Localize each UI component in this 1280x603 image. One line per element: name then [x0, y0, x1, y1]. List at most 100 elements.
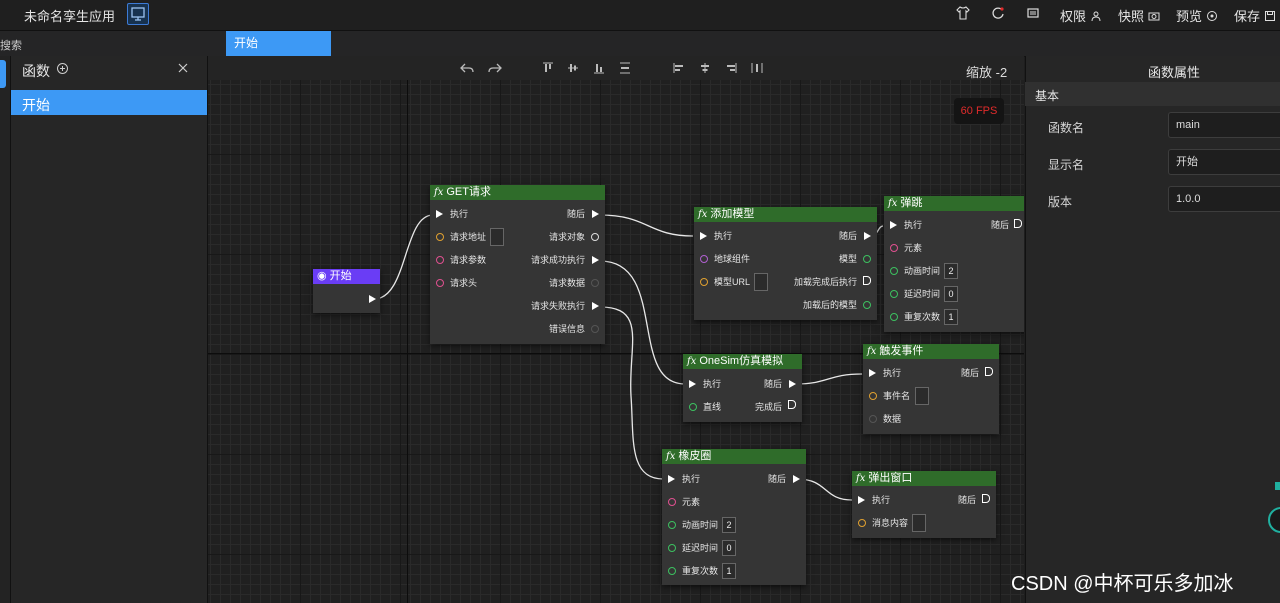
pin-model-url[interactable]	[700, 278, 708, 286]
monitor-icon[interactable]	[127, 3, 149, 25]
align-bottom-icon[interactable]	[593, 62, 605, 74]
align-left-icon[interactable]	[673, 62, 685, 74]
properties-title: 函数属性	[1148, 65, 1201, 80]
refresh-icon[interactable]	[991, 6, 1007, 22]
pin-repeat[interactable]	[890, 313, 898, 321]
pin-model[interactable]	[863, 255, 871, 263]
distribute-vertical-icon[interactable]	[619, 62, 631, 74]
layout-icon[interactable]	[1026, 6, 1042, 22]
pin-headers[interactable]	[436, 279, 444, 287]
event-name-input[interactable]	[915, 387, 929, 405]
exec-out-pin[interactable]	[864, 232, 871, 240]
undo-icon[interactable]	[460, 62, 474, 74]
pin-data[interactable]	[591, 279, 599, 287]
port-label: 随后	[767, 474, 786, 484]
preview-button[interactable]: 预览	[1176, 6, 1218, 25]
repeat-input[interactable]: 1	[722, 563, 736, 579]
redo-icon[interactable]	[488, 62, 502, 74]
exec-out-pin[interactable]	[982, 494, 990, 503]
port-label: 执行	[872, 495, 891, 505]
pin-delay[interactable]	[890, 290, 898, 298]
add-circle-icon[interactable]	[56, 62, 69, 78]
delay-input[interactable]: 0	[722, 540, 736, 556]
message-input[interactable]	[912, 514, 926, 532]
wire-start-to-get	[373, 214, 434, 300]
exec-out-pin[interactable]	[985, 367, 993, 376]
align-right-icon[interactable]	[725, 62, 737, 74]
search-label[interactable]: 搜索	[0, 40, 22, 52]
distribute-horizontal-icon[interactable]	[751, 62, 763, 74]
pin-req-obj[interactable]	[591, 233, 599, 241]
align-top-icon[interactable]	[542, 62, 554, 74]
align-middle-icon[interactable]	[567, 62, 579, 74]
function-name-input[interactable]: main	[1168, 112, 1280, 138]
pin-data[interactable]	[869, 415, 877, 423]
pin-delay[interactable]	[668, 544, 676, 552]
version-input[interactable]: 1.0.0	[1168, 186, 1280, 212]
align-center-icon[interactable]	[699, 62, 711, 74]
delay-input[interactable]: 0	[944, 286, 958, 302]
exec-out-pin[interactable]	[788, 400, 796, 409]
pin-loaded-model[interactable]	[863, 301, 871, 309]
port-label: 随后	[991, 220, 1010, 230]
exec-in-pin[interactable]	[869, 369, 876, 377]
url-input[interactable]	[490, 228, 504, 246]
app-title: 未命名孪生应用	[24, 9, 116, 24]
duration-input[interactable]: 2	[944, 263, 958, 279]
floating-widget[interactable]	[1265, 480, 1280, 550]
shirt-icon[interactable]	[956, 6, 972, 22]
repeat-input[interactable]: 1	[944, 309, 958, 325]
pin-message[interactable]	[858, 519, 866, 527]
preview-label: 预览	[1176, 9, 1203, 24]
properties-section-header[interactable]	[1025, 82, 1280, 106]
exec-out-pin[interactable]	[592, 302, 599, 310]
exec-out-pin[interactable]	[789, 380, 796, 388]
exec-out-pin[interactable]	[369, 295, 376, 303]
pin-event-name[interactable]	[869, 392, 877, 400]
pin-element[interactable]	[890, 244, 898, 252]
pin-error[interactable]	[591, 325, 599, 333]
pin-element[interactable]	[668, 498, 676, 506]
pin-earth[interactable]	[700, 255, 708, 263]
duration-input[interactable]: 2	[722, 517, 736, 533]
port-label: 完成后	[754, 402, 782, 412]
snapshot-button[interactable]: 快照	[1118, 6, 1160, 25]
pin-url[interactable]	[436, 233, 444, 241]
pin-params[interactable]	[436, 256, 444, 264]
function-item-start[interactable]	[11, 90, 207, 115]
model-url-input[interactable]	[754, 273, 768, 291]
close-icon[interactable]	[177, 62, 189, 77]
port-label: 数据	[883, 414, 902, 424]
exec-out-pin[interactable]	[592, 256, 599, 264]
exec-in-pin[interactable]	[668, 475, 675, 483]
field-label: 版本	[1048, 195, 1073, 209]
permissions-button[interactable]: 权限	[1060, 6, 1102, 25]
pin-duration[interactable]	[890, 267, 898, 275]
exec-out-pin[interactable]	[793, 475, 800, 483]
exec-in-pin[interactable]	[700, 232, 707, 240]
exec-out-pin[interactable]	[1014, 219, 1022, 228]
activity-indicator[interactable]	[0, 60, 6, 88]
pin-repeat[interactable]	[668, 567, 676, 575]
node-start-header: ◉ 开始	[313, 269, 380, 284]
save-button[interactable]: 保存	[1234, 6, 1276, 25]
tab-start[interactable]: 开始	[226, 31, 331, 56]
exec-out-pin[interactable]	[592, 210, 599, 218]
pin-line[interactable]	[689, 403, 697, 411]
pin-duration[interactable]	[668, 521, 676, 529]
node-start[interactable]: ◉ 开始	[313, 269, 380, 313]
exec-in-pin[interactable]	[858, 496, 865, 504]
exec-in-pin[interactable]	[689, 380, 696, 388]
exec-out-pin[interactable]	[863, 276, 871, 285]
display-name-input[interactable]: 开始	[1168, 149, 1280, 175]
exec-in-pin[interactable]	[890, 221, 897, 229]
exec-in-pin[interactable]	[436, 210, 443, 218]
